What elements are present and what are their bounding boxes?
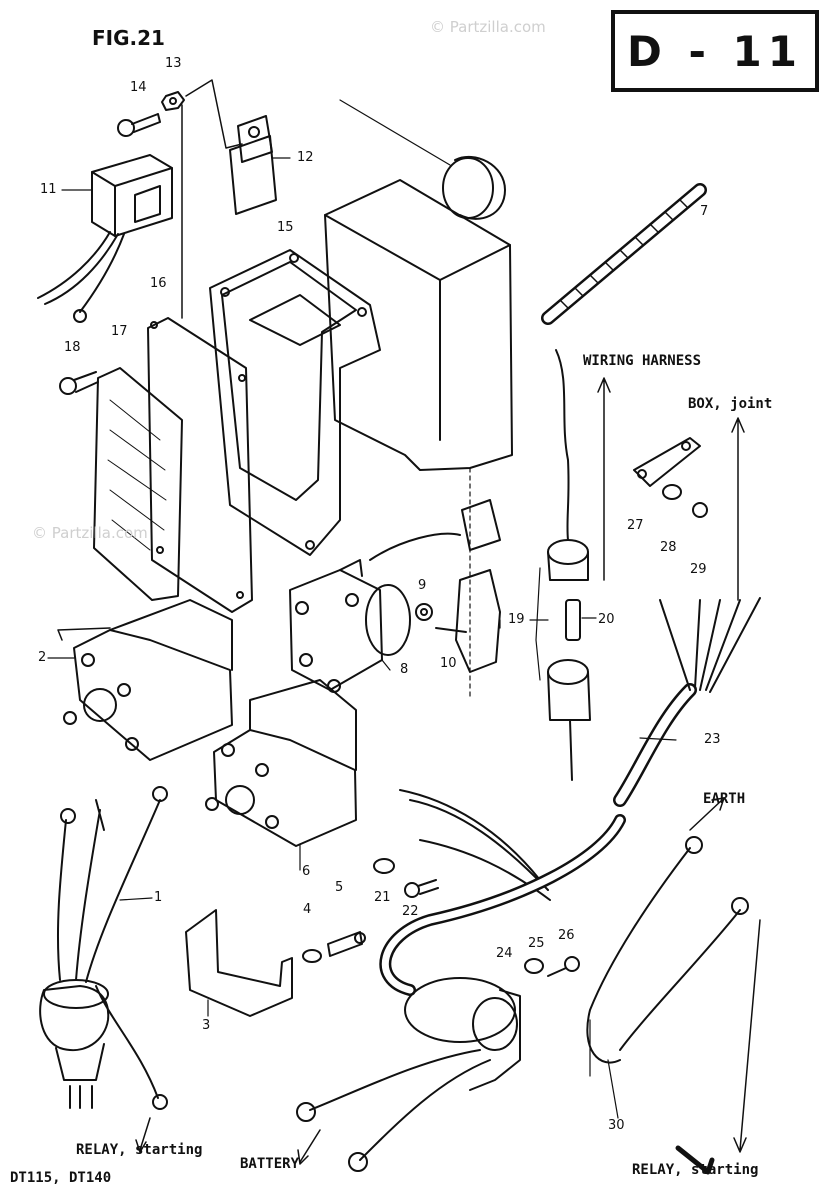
part-number-3: 3 bbox=[202, 1018, 211, 1033]
part-8-relay bbox=[289, 532, 461, 693]
part-number-5: 5 bbox=[335, 880, 344, 895]
callout-relay-starting-left: RELAY, starting bbox=[76, 1142, 203, 1158]
watermark: © Partzilla.com bbox=[430, 18, 546, 36]
part-6-relay bbox=[205, 679, 357, 847]
part-14-screw bbox=[117, 113, 161, 137]
part-10-terminal bbox=[455, 499, 501, 673]
part-13-nut bbox=[161, 91, 185, 111]
part-4-washer bbox=[302, 949, 322, 963]
part-number-27: 27 bbox=[627, 518, 644, 533]
part-number-11: 11 bbox=[40, 182, 57, 197]
part-number-7: 7 bbox=[700, 204, 709, 219]
part-29-screw bbox=[692, 502, 708, 518]
part-number-2: 2 bbox=[38, 650, 47, 665]
callout-earth: EARTH bbox=[703, 791, 746, 807]
part-number-28: 28 bbox=[660, 540, 677, 555]
part-number-18: 18 bbox=[64, 340, 81, 355]
callout-battery: BATTERY bbox=[240, 1156, 300, 1172]
part-9-nut bbox=[415, 603, 433, 621]
part-number-4: 4 bbox=[303, 902, 312, 917]
part-27-bracket bbox=[633, 437, 701, 487]
page-code: D - 11 bbox=[611, 10, 819, 92]
part-17-label-plate bbox=[93, 367, 183, 601]
part-3-bracket bbox=[185, 909, 293, 1017]
watermark: © Partzilla.com bbox=[32, 524, 148, 542]
part-16-gasket bbox=[147, 317, 253, 613]
part-24-clamp bbox=[404, 977, 521, 1091]
part-18-screw bbox=[59, 371, 99, 395]
part-number-24: 24 bbox=[496, 946, 513, 961]
part-number-15: 15 bbox=[277, 220, 294, 235]
part-number-13: 13 bbox=[165, 56, 182, 71]
part-number-10: 10 bbox=[440, 656, 457, 671]
callout-box-joint: BOX, joint bbox=[688, 396, 773, 412]
part-30-earth-cable bbox=[586, 836, 749, 1064]
part-number-26: 26 bbox=[558, 928, 575, 943]
callout-wiring-harness: WIRING HARNESS bbox=[583, 353, 702, 369]
part-28-washer bbox=[662, 484, 682, 500]
part-number-23: 23 bbox=[704, 732, 721, 747]
part-22-screw bbox=[404, 879, 439, 898]
part-26-bolt bbox=[547, 956, 580, 977]
part-number-29: 29 bbox=[690, 562, 707, 577]
part-number-8: 8 bbox=[400, 662, 409, 677]
part-2-relay bbox=[63, 599, 233, 761]
part-1-harness bbox=[39, 786, 168, 1110]
part-25-washer bbox=[524, 958, 544, 974]
part-number-9: 9 bbox=[418, 578, 427, 593]
figure-label: FIG.21 bbox=[92, 26, 165, 50]
part-23-harness-tube bbox=[613, 597, 761, 807]
part-number-12: 12 bbox=[297, 150, 314, 165]
part-number-22: 22 bbox=[402, 904, 419, 919]
part-7-spiral-tube bbox=[541, 183, 707, 325]
callout-relay-starting-right: RELAY, starting bbox=[632, 1162, 759, 1178]
part-11-coil bbox=[37, 154, 173, 323]
part-number-1: 1 bbox=[154, 890, 163, 905]
part-5-bolt bbox=[327, 931, 366, 957]
part-number-25: 25 bbox=[528, 936, 545, 951]
part-20-fuse bbox=[565, 599, 581, 641]
part-number-17: 17 bbox=[111, 324, 128, 339]
part-12-bracket bbox=[229, 115, 277, 215]
electric-box-housing bbox=[324, 99, 513, 471]
model-label: DT115, DT140 bbox=[10, 1170, 112, 1186]
part-number-6: 6 bbox=[302, 864, 311, 879]
part-number-30: 30 bbox=[608, 1118, 625, 1133]
part-number-21: 21 bbox=[374, 890, 391, 905]
starter-cable bbox=[379, 814, 626, 996]
part-number-14: 14 bbox=[130, 80, 147, 95]
part-number-19: 19 bbox=[508, 612, 525, 627]
part-21-washer bbox=[373, 858, 395, 874]
part-number-20: 20 bbox=[598, 612, 615, 627]
part-15-cover bbox=[209, 249, 381, 556]
part-number-16: 16 bbox=[150, 276, 167, 291]
part-19-fuse-holder bbox=[535, 349, 591, 781]
